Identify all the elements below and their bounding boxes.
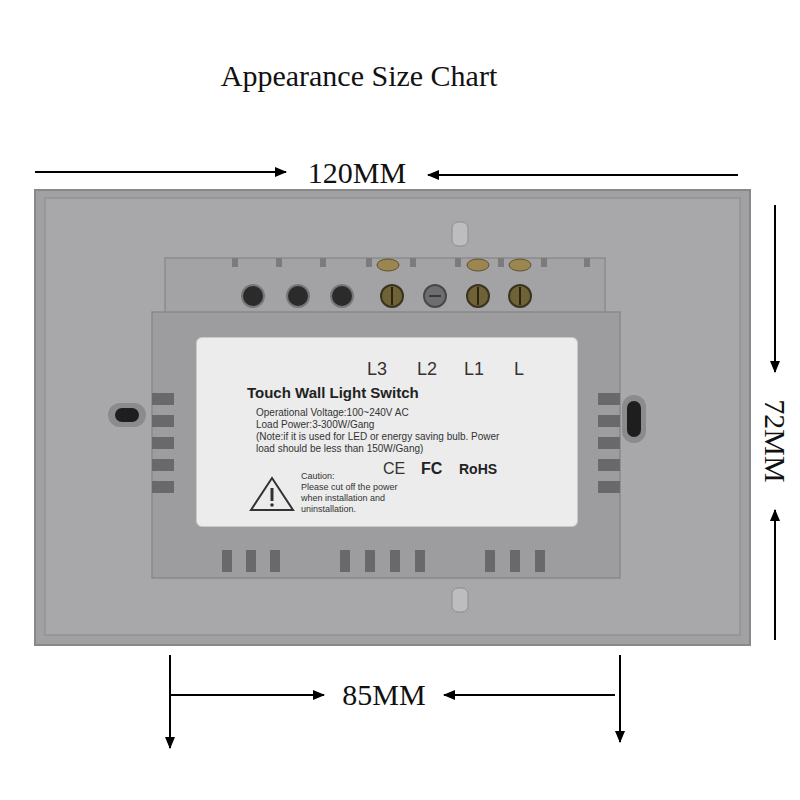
spec-text: Load Power:3-300W/Gang — [256, 419, 374, 431]
dimension-arrow — [774, 205, 776, 372]
extension-line — [169, 655, 171, 748]
terminal-block — [165, 258, 605, 316]
rohs-mark: RoHS — [459, 461, 497, 477]
terminal-holes — [242, 285, 531, 307]
note-text: (Note:if it is used for LED or energy sa… — [256, 431, 518, 455]
plate-rim — [45, 198, 740, 635]
dimension-arrow — [444, 694, 615, 696]
dimension-arrow — [35, 171, 286, 173]
terminal-label: L — [514, 359, 524, 380]
dimension-arrow — [170, 694, 324, 696]
ce-mark: CE — [383, 460, 405, 478]
mount-slot — [108, 403, 146, 427]
dimension-arrow — [774, 510, 776, 640]
spec-text: Operational Voltage:100~240V AC — [256, 407, 409, 419]
top-screws — [377, 259, 531, 271]
plate-notch — [452, 222, 468, 246]
terminal-notches — [232, 258, 590, 267]
fcc-mark: FC — [421, 460, 442, 478]
dimension-arrow — [428, 174, 738, 176]
warning-symbol — [249, 476, 295, 512]
terminal-label: L2 — [417, 359, 437, 380]
plate-notch — [452, 588, 468, 612]
terminal-label: L1 — [464, 359, 484, 380]
extension-line — [619, 655, 621, 742]
terminal-label: L3 — [367, 359, 387, 380]
dimension-label: 120MM — [305, 157, 409, 189]
dimension-label: 85MM — [339, 679, 428, 711]
mount-slot — [627, 401, 641, 437]
product-name: Touch Wall Light Switch — [247, 384, 419, 401]
product-label-sticker: L3 L2 L1 L Touch Wall Light SwitchOperationa… — [196, 337, 578, 527]
switch-body — [152, 312, 620, 578]
dimension-label: 72MM — [759, 396, 791, 485]
caution-heading: Caution: — [301, 471, 335, 481]
chart-title: Appearance Size Chart — [221, 59, 498, 93]
face-plate — [35, 190, 750, 645]
mount-slot — [622, 395, 646, 443]
caution-text: Please cut off the power when installati… — [301, 482, 405, 515]
mount-slot — [115, 408, 139, 422]
